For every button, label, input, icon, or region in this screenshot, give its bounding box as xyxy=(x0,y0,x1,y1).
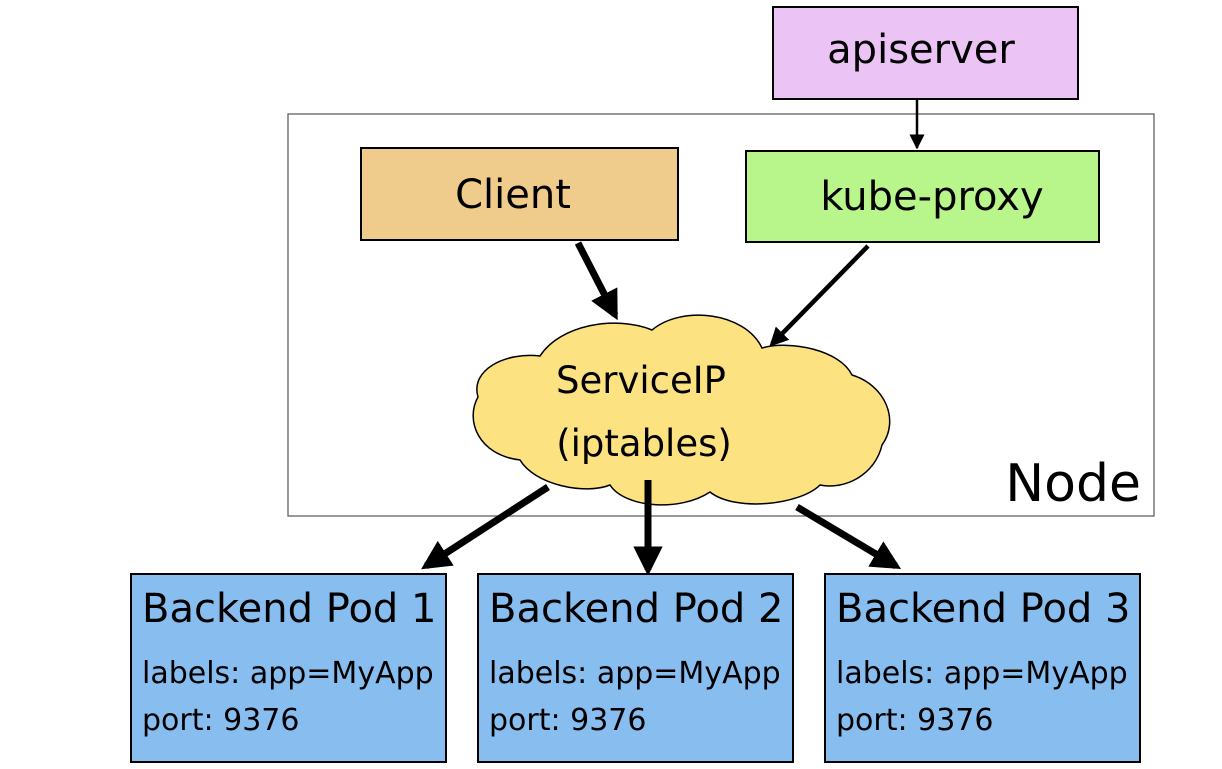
pod-2: Backend Pod 2 labels: app=MyApp port: 93… xyxy=(477,573,794,763)
node-boundary xyxy=(287,113,1155,517)
client-label: Client xyxy=(455,172,571,218)
pod-title: Backend Pod 2 xyxy=(489,586,783,632)
kube-proxy-label: kube-proxy xyxy=(820,174,1043,220)
pod-box xyxy=(477,573,794,763)
pod-labels: labels: app=MyApp xyxy=(836,656,1128,691)
service-cloud xyxy=(472,314,891,506)
arrow-client-to-service xyxy=(574,241,619,321)
pod-port: port: 9376 xyxy=(489,703,647,738)
pod-1: Backend Pod 1 labels: app=MyApp port: 93… xyxy=(130,573,447,763)
service-label-line1: ServiceIP xyxy=(556,359,726,402)
arrow-service-to-pod-1 xyxy=(421,484,550,570)
pod-box xyxy=(824,573,1141,763)
arrow-kube-proxy-to-service xyxy=(769,244,870,347)
apiserver-box xyxy=(772,6,1079,100)
kube-proxy-box xyxy=(745,150,1100,243)
client-box xyxy=(360,147,679,241)
pod-port: port: 9376 xyxy=(836,703,994,738)
pod-port: port: 9376 xyxy=(142,703,300,738)
service-label-line2: (iptables) xyxy=(556,422,732,465)
node-label: Node xyxy=(1005,454,1141,514)
pod-box xyxy=(130,573,447,763)
pod-labels: labels: app=MyApp xyxy=(489,656,781,691)
pod-labels: labels: app=MyApp xyxy=(142,656,434,691)
pod-3: Backend Pod 3 labels: app=MyApp port: 93… xyxy=(824,573,1141,763)
apiserver-label: apiserver xyxy=(827,27,1015,73)
arrow-service-to-pod-3 xyxy=(795,503,902,570)
pod-title: Backend Pod 3 xyxy=(836,586,1130,632)
pod-title: Backend Pod 1 xyxy=(142,586,436,632)
